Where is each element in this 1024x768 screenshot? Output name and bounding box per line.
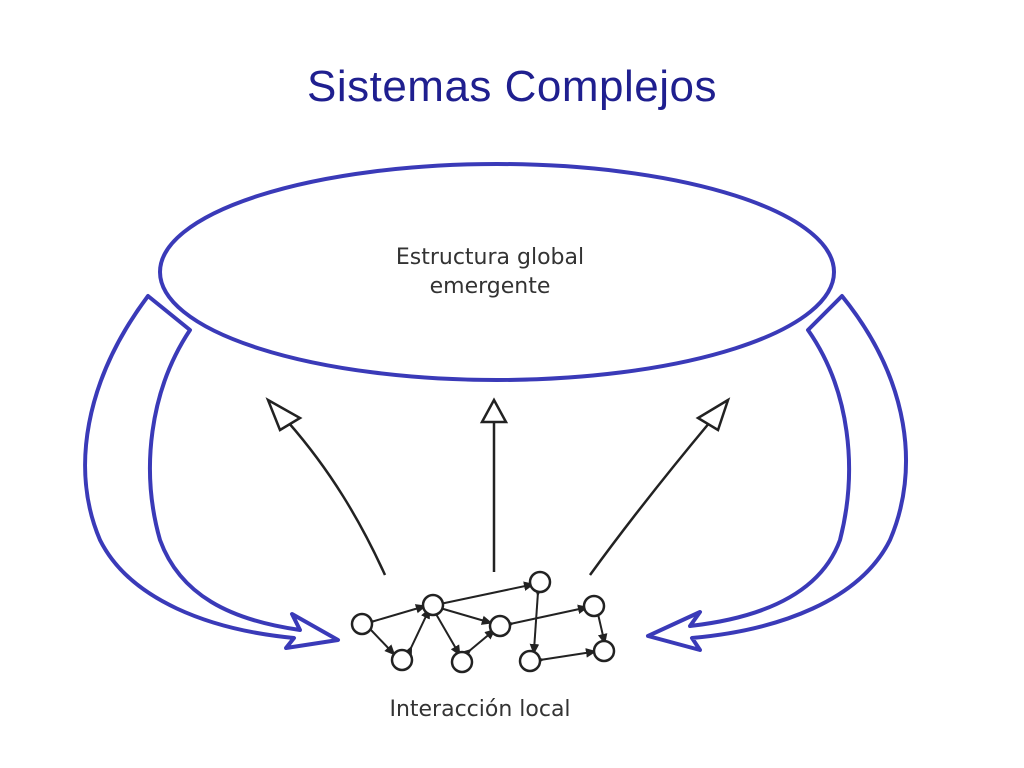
interaction-network-edges (363, 581, 608, 666)
local-interaction-label: Interacción local (389, 697, 570, 722)
agent-node (390, 648, 414, 672)
up-arrow-left-head (265, 397, 303, 432)
agent-node (592, 639, 616, 663)
agent-node (421, 593, 445, 617)
global-structure-label-line1: Estructura global (396, 245, 584, 270)
agent-node (582, 594, 606, 618)
up-arrow-center-head (479, 397, 509, 424)
agent-node (518, 649, 542, 673)
right-feedback-arrow (646, 294, 909, 652)
agent-node (528, 570, 552, 594)
agent-node (350, 612, 374, 636)
up-arrow-left (287, 421, 387, 576)
agent-node (450, 650, 474, 674)
slide-title: Sistemas Complejos (306, 62, 718, 111)
agent-node (488, 614, 512, 638)
global-structure-label-line2: emergente (430, 274, 551, 299)
global-structure-ellipse (158, 162, 836, 382)
left-feedback-arrow (83, 294, 340, 650)
up-arrow-right-head (695, 397, 731, 432)
interaction-network-nodes (350, 570, 616, 674)
up-arrow-right (588, 421, 711, 576)
